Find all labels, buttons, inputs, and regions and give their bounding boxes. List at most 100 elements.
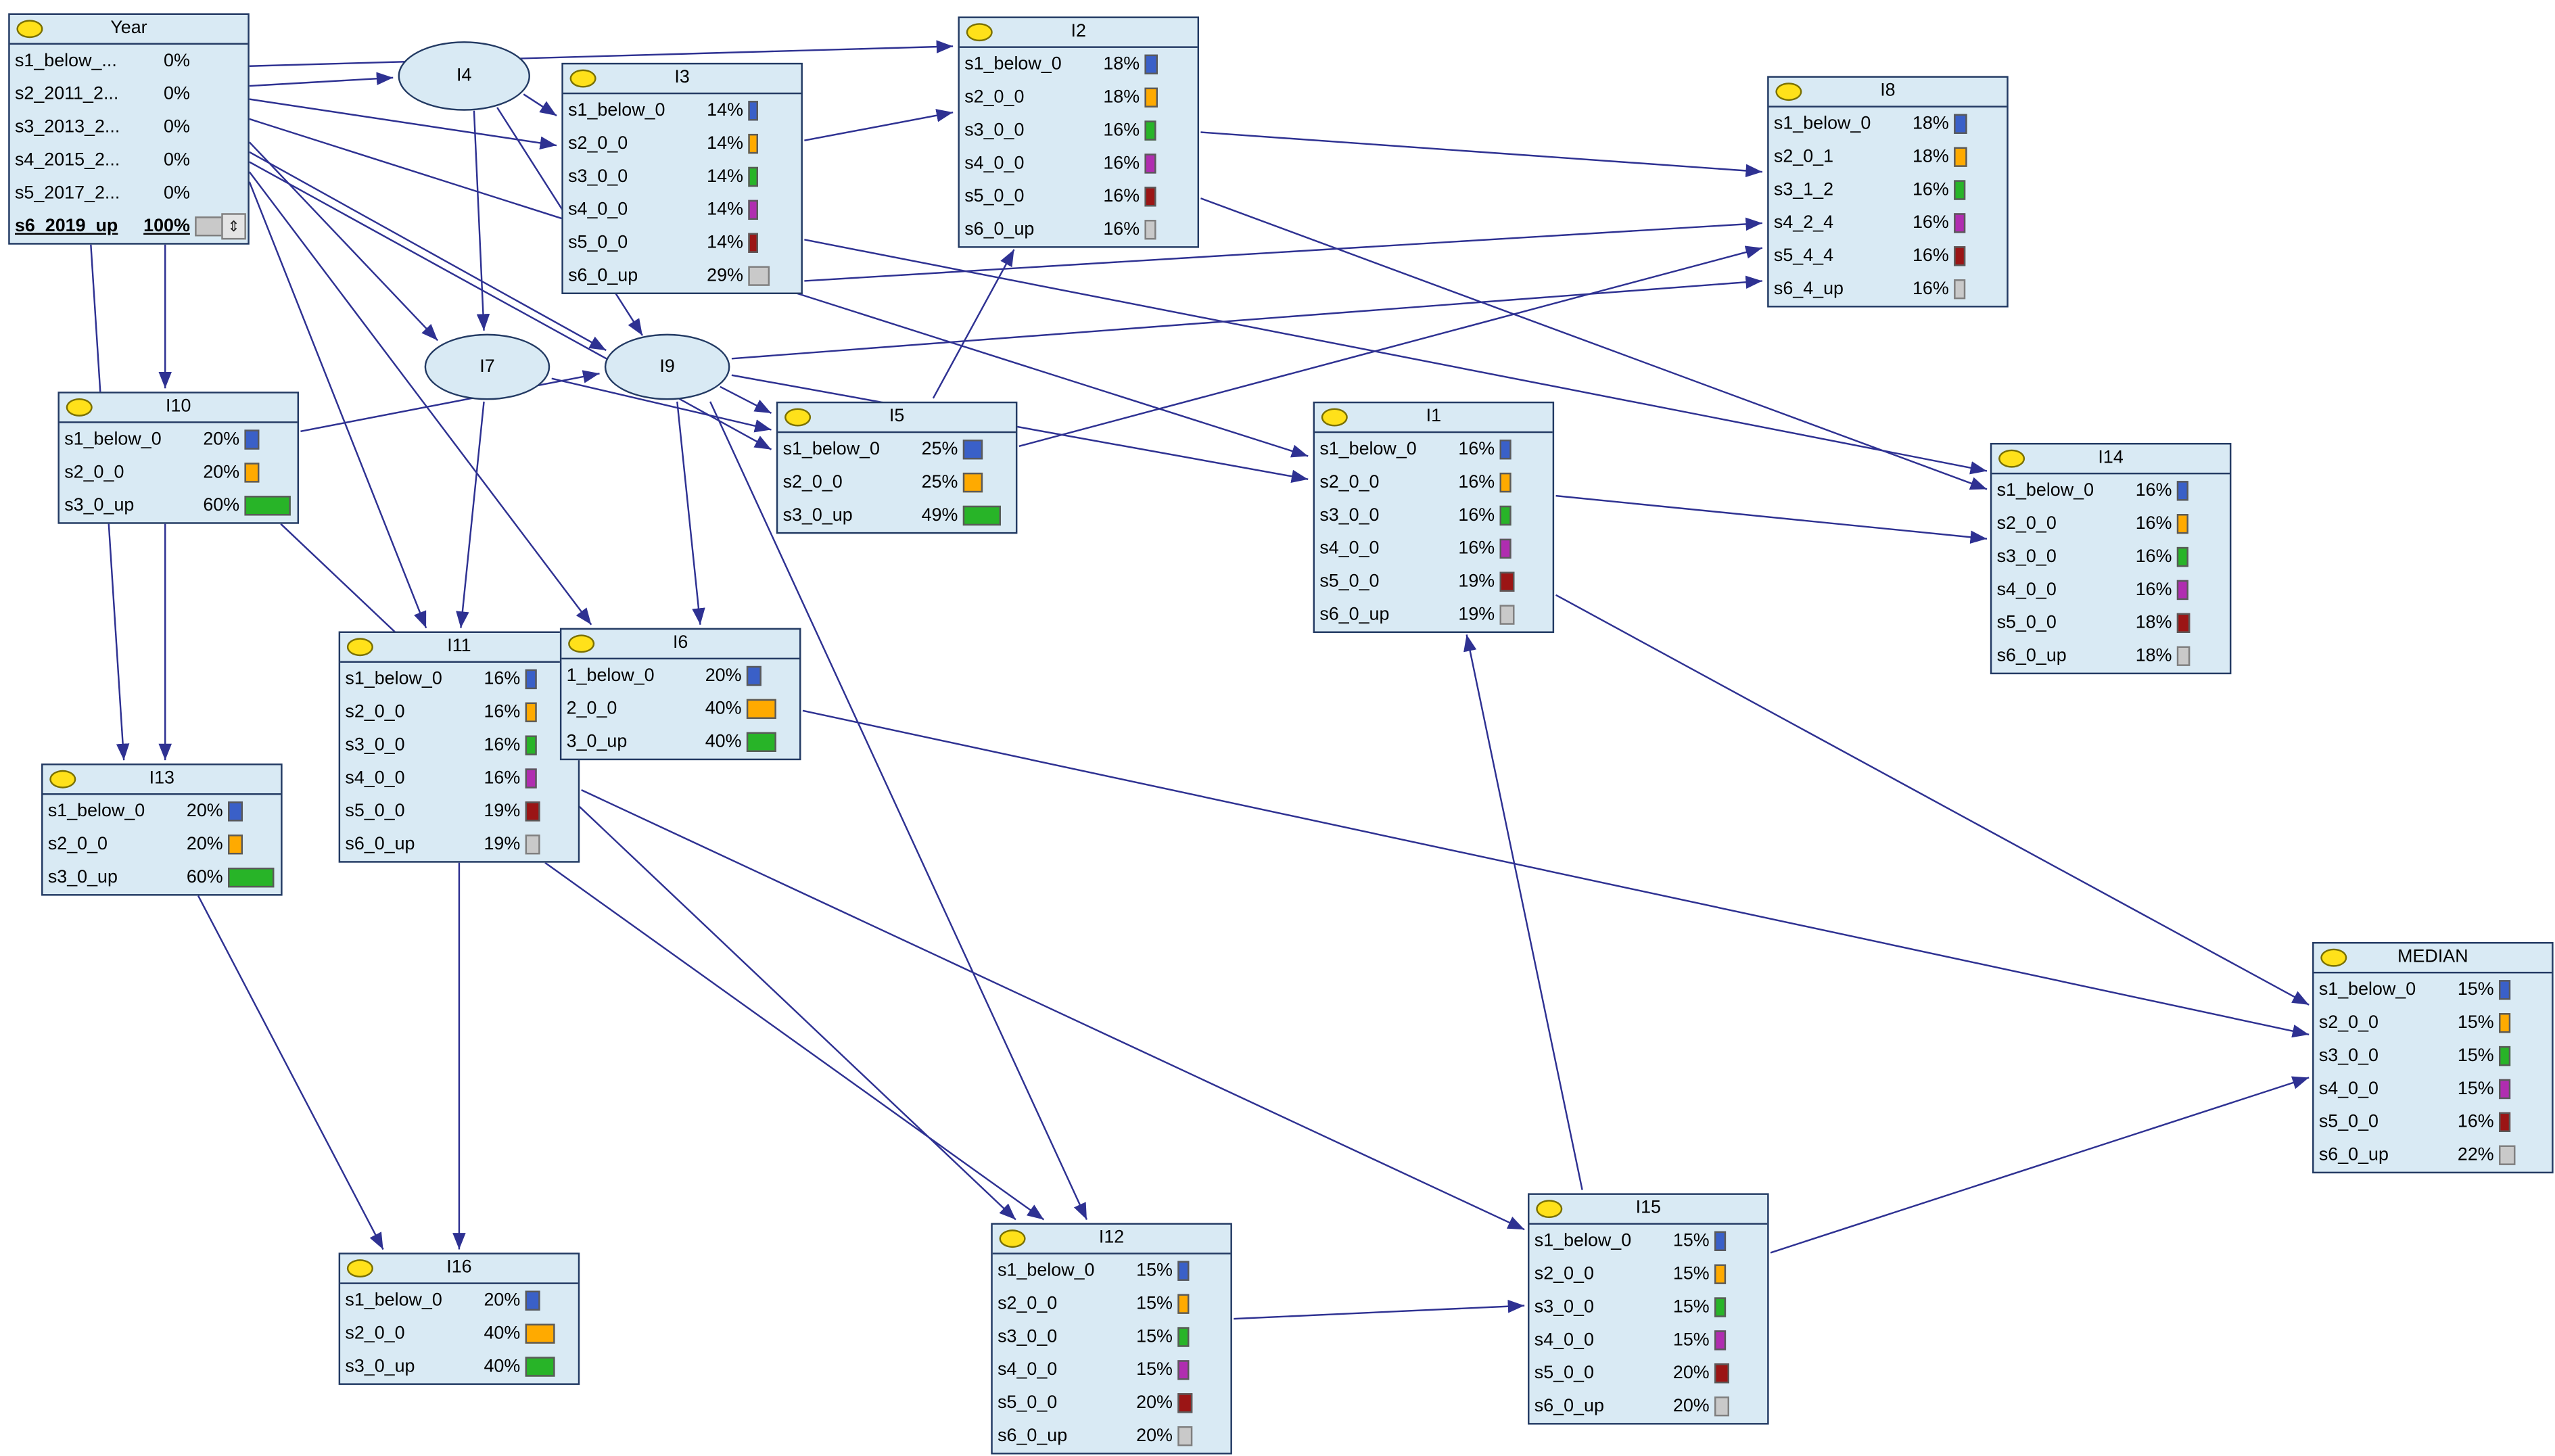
state-label: s1_below_0 — [1534, 1231, 1632, 1251]
node-title-text: I9 — [659, 356, 675, 377]
probability-bar — [1499, 505, 1511, 526]
node-I9[interactable]: I9 — [604, 333, 730, 400]
state-probability: 15% — [2457, 1046, 2494, 1066]
probability-bar — [228, 801, 243, 822]
probability-bar — [1714, 1363, 1729, 1384]
state-probability: 60% — [186, 867, 223, 888]
probability-bar — [1714, 1396, 1729, 1417]
state-label: s4_0_0 — [568, 199, 628, 220]
probability-bar — [244, 463, 260, 483]
state-label: s2_0_0 — [1996, 514, 2057, 534]
node-title-text: I4 — [456, 66, 472, 87]
state-probability: 20% — [186, 835, 223, 855]
node-title-bar: I2 — [959, 18, 1198, 48]
state-label: s1_below_0 — [345, 1290, 442, 1311]
node-title-text: I16 — [446, 1257, 472, 1278]
probability-bar — [1177, 1327, 1190, 1347]
state-probability: 18% — [1103, 87, 1140, 108]
state-probability: 16% — [1103, 187, 1140, 207]
state-label: s5_0_0 — [964, 187, 1025, 207]
state-label: s1_below_0 — [345, 669, 442, 690]
node-oval-icon — [66, 398, 93, 417]
state-label: s5_0_0 — [568, 233, 628, 253]
probability-bar — [228, 835, 243, 855]
state-label: s1_below_0 — [998, 1261, 1095, 1281]
node-I7[interactable]: I7 — [424, 333, 550, 400]
node-oval-icon — [16, 20, 43, 39]
state-label: s2_0_0 — [782, 472, 843, 493]
state-probability: 0% — [164, 51, 190, 72]
node-title-bar: I6 — [561, 630, 800, 660]
state-label: s4_2_4 — [1773, 213, 1834, 233]
state-probability: 20% — [203, 463, 240, 483]
probability-bar — [1144, 120, 1156, 141]
state-label: s3_0_0 — [568, 166, 628, 187]
state-label: s6_0_up — [568, 266, 638, 286]
node-I4[interactable]: I4 — [398, 41, 530, 111]
state-probability: 25% — [921, 440, 958, 460]
state-label: s5_0_0 — [1534, 1363, 1594, 1384]
node-title-text: MEDIAN — [2397, 947, 2468, 967]
probability-bar — [2176, 580, 2188, 601]
edge-I3-to-I14 — [804, 239, 1988, 475]
probability-bar — [1714, 1330, 1727, 1351]
state-probability: 14% — [707, 133, 743, 154]
probability-bar — [1499, 605, 1515, 625]
edge-I3-to-I2 — [804, 109, 954, 141]
edge-I10-to-I9 — [300, 370, 600, 433]
state-probability: 15% — [2457, 1013, 2494, 1033]
state-label: s1_below_0 — [2318, 980, 2416, 1000]
probability-bar — [2499, 1145, 2516, 1165]
state-label: s6_4_up — [1773, 279, 1844, 300]
state-probability: 60% — [203, 496, 240, 516]
probability-bar — [1714, 1297, 1727, 1317]
node-title-text: I13 — [149, 768, 174, 789]
edge-Year-to-I2 — [249, 40, 954, 67]
state-label: s2_0_0 — [998, 1294, 1058, 1314]
state-probability: 15% — [2457, 980, 2494, 1000]
probability-bar — [1954, 246, 1966, 266]
node-oval-icon — [346, 1259, 373, 1278]
edge-Year-to-I3 — [249, 98, 557, 150]
evidence-spinner-button[interactable]: ⇕ — [221, 213, 246, 240]
node-oval-icon — [1536, 1200, 1563, 1219]
node-oval-icon — [569, 69, 596, 88]
state-label: 2_0_0 — [566, 699, 617, 720]
state-probability: 20% — [203, 429, 240, 450]
state-label: s6_2019_up — [14, 216, 118, 237]
state-probability: 15% — [1672, 1297, 1710, 1317]
probability-bar — [1177, 1426, 1193, 1447]
node-title-text: I2 — [1071, 21, 1086, 42]
probability-bar — [1954, 147, 1967, 167]
probability-bar — [228, 867, 275, 888]
